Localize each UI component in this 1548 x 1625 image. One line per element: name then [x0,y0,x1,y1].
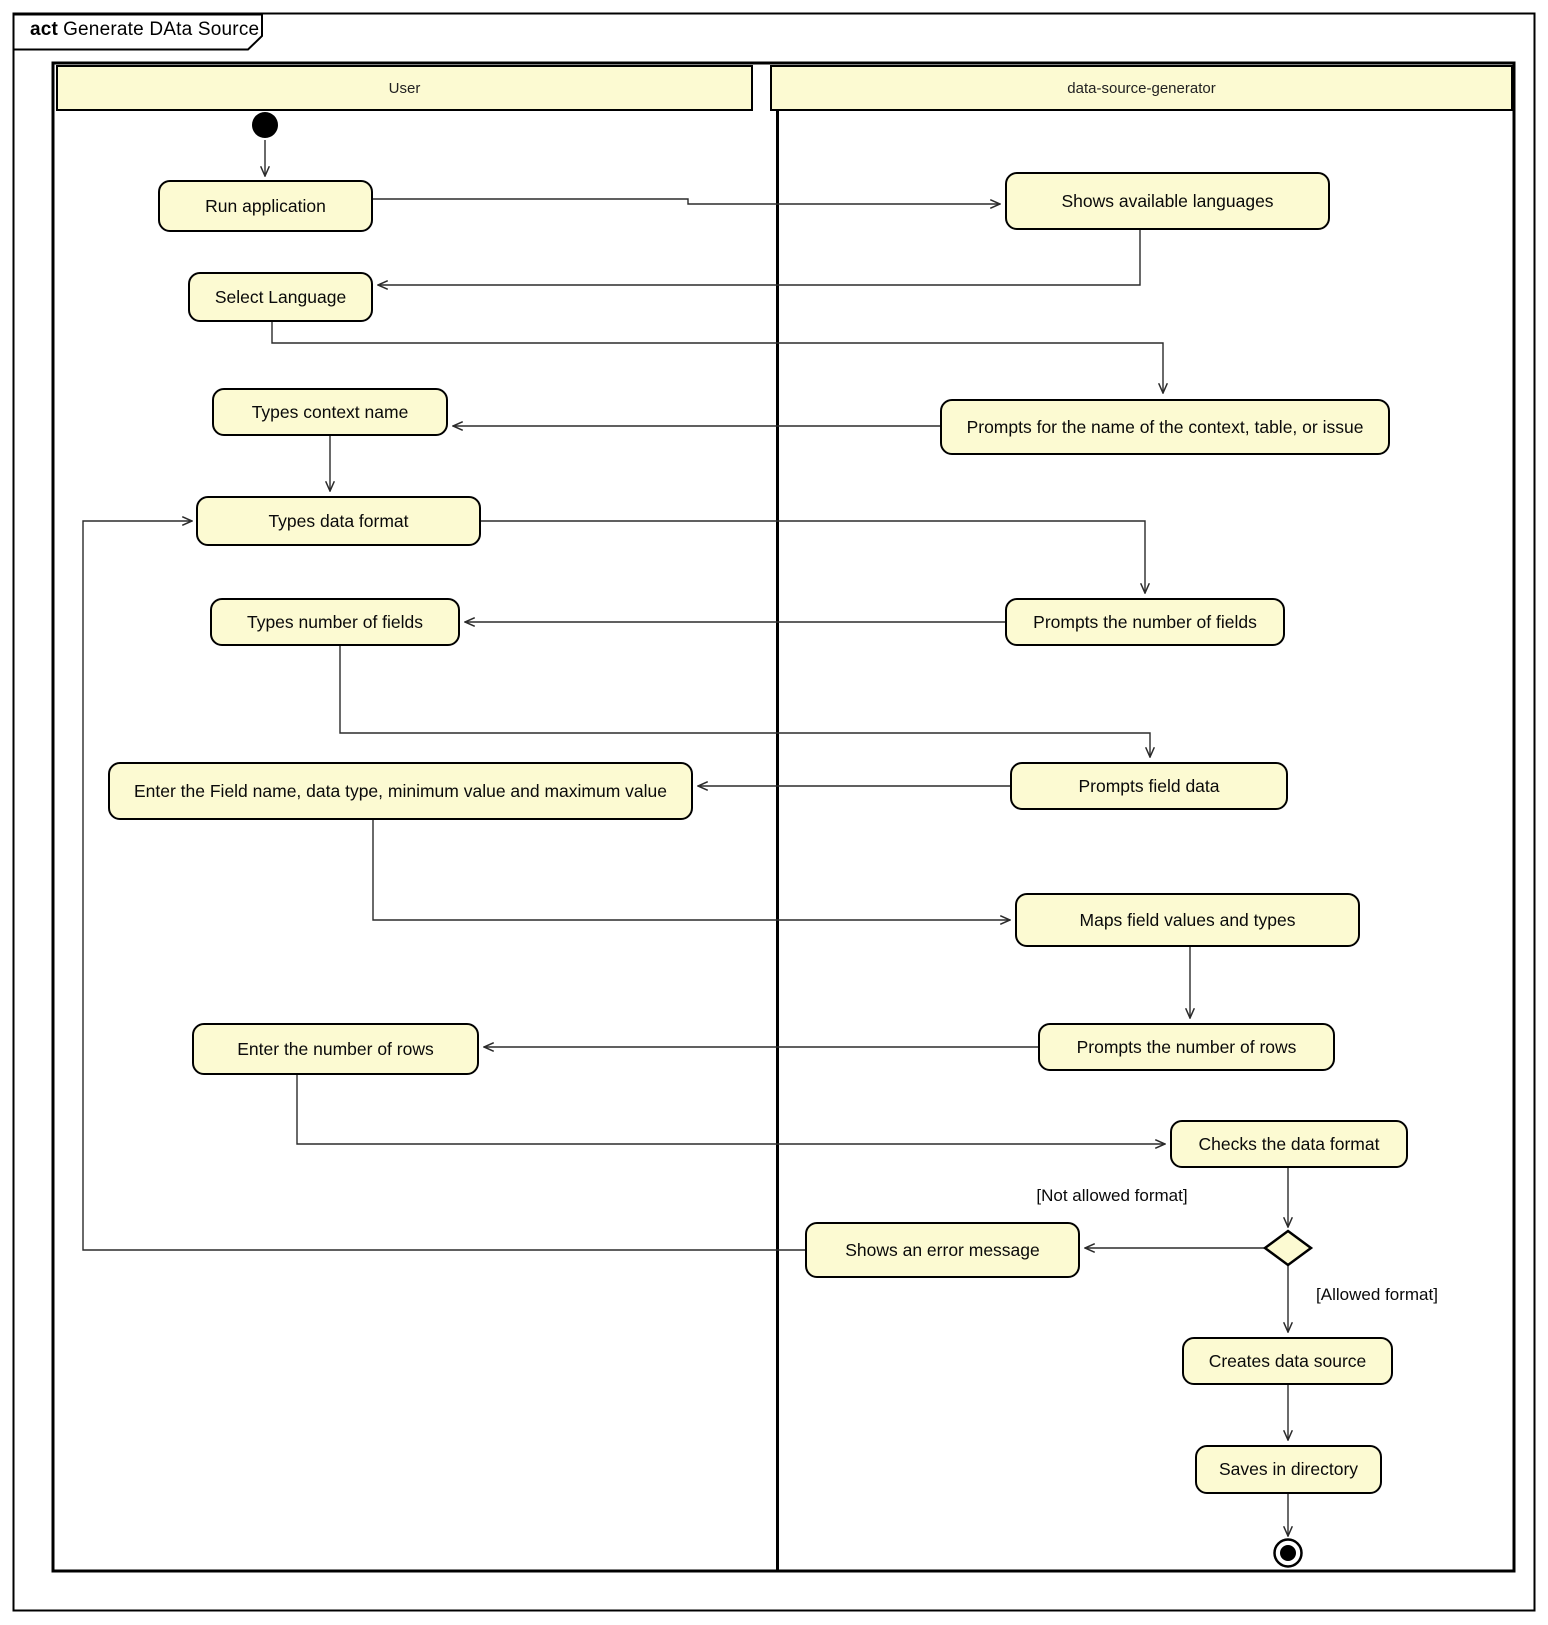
activity-enter-field-name: Enter the Field name, data type, minimum… [108,762,693,820]
initial-node [252,112,278,138]
guard-allowed-format: [Allowed format] [1316,1285,1438,1304]
activity-prompts-number-of-fields: Prompts the number of fields [1005,598,1285,646]
decision-diamond [1262,1229,1314,1267]
lane-header-user-label: User [388,79,421,97]
edge-types-number-fields-to-prompts-field-data [339,646,1150,757]
outer-border [12,12,1536,1612]
activity-shows-available-languages: Shows available languages [1005,172,1330,230]
activity-prompts-number-of-rows: Prompts the number of rows [1038,1023,1335,1071]
edge-shows-languages-to-select-language [378,230,1141,285]
activity-enter-number-of-rows: Enter the number of rows [192,1023,479,1075]
activity-shows-error-message: Shows an error message [805,1222,1080,1278]
activity-maps-field-values: Maps field values and types [1015,893,1360,947]
lane-header-generator: data-source-generator [770,65,1513,111]
edge-enter-field-name-to-maps-field-values [372,820,1010,920]
activity-types-number-of-fields: Types number of fields [210,598,460,646]
activity-types-context-name: Types context name [212,388,448,436]
frame-tab [12,13,263,51]
edge-shows-error-to-types-data-format [82,521,805,1251]
edge-select-language-to-prompts-name [271,322,1163,393]
edge-types-data-format-to-prompts-number-fields [481,520,1145,593]
final-node [1273,1538,1303,1568]
activity-checks-data-format: Checks the data format [1170,1120,1408,1168]
activity-creates-data-source: Creates data source [1182,1337,1393,1385]
activity-saves-in-directory: Saves in directory [1195,1445,1382,1494]
activity-select-language: Select Language [188,272,373,322]
swimlane-frame [51,61,1516,1573]
frame-title-keyword: act [30,19,59,40]
lane-header-generator-label: data-source-generator [1067,79,1216,97]
edge-run-application-to-shows-languages [373,198,1000,204]
edge-enter-number-rows-to-checks-data-format [296,1075,1165,1144]
edges [82,140,1288,1536]
activity-prompts-name-context: Prompts for the name of the context, tab… [940,399,1390,455]
activity-types-data-format: Types data format [196,496,481,546]
guard-not-allowed-format: [Not allowed format] [1036,1186,1188,1205]
frame-title-text: Generate DAta Source [63,19,260,40]
activity-prompts-field-data: Prompts field data [1010,762,1288,810]
lane-header-user: User [56,65,753,111]
activity-run-application: Run application [158,180,373,232]
